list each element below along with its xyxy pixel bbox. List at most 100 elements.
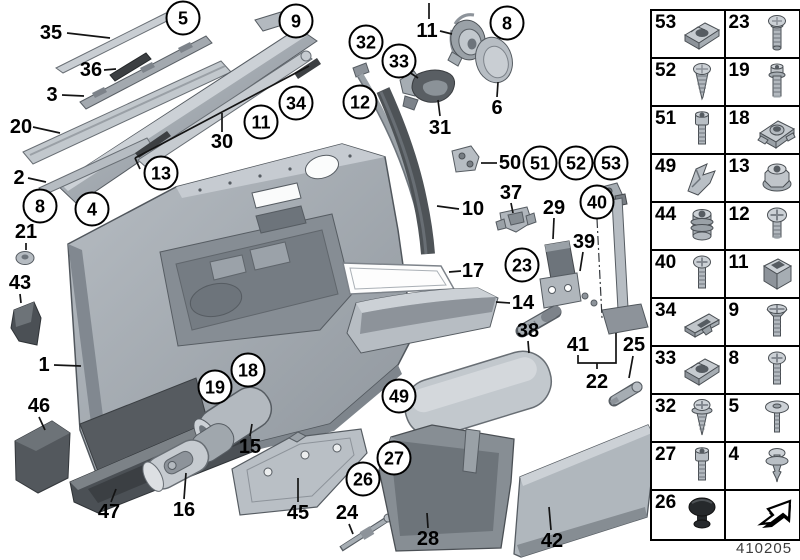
part-bracket-50 bbox=[451, 145, 480, 173]
part-armrest-trim-14 bbox=[346, 287, 499, 354]
part-gasket-36 bbox=[109, 52, 152, 82]
legend-cell-18[interactable]: 18 bbox=[725, 107, 799, 155]
legend-cell-5[interactable]: 5 bbox=[725, 395, 799, 443]
callout-30[interactable]: 30 bbox=[210, 131, 234, 153]
callout-42[interactable]: 42 bbox=[540, 530, 564, 552]
callout-16[interactable]: 16 bbox=[172, 499, 196, 521]
callout-20[interactable]: 20 bbox=[9, 116, 33, 138]
callout-circled-4[interactable]: 4 bbox=[74, 191, 110, 227]
callout-38[interactable]: 38 bbox=[516, 320, 540, 342]
callout-circled-11[interactable]: 11 bbox=[243, 104, 279, 140]
legend-cell-32[interactable]: 32 bbox=[652, 395, 726, 443]
part-number: 13 bbox=[728, 156, 750, 177]
square-cage-nut-icon bbox=[756, 253, 798, 297]
part-number: 12 bbox=[728, 204, 750, 225]
drawing-number: 410205 bbox=[736, 540, 793, 557]
legend-cell-13[interactable]: 13 bbox=[725, 155, 799, 203]
part-storage-box-28 bbox=[378, 424, 515, 552]
legend-cell-40[interactable]: 40 bbox=[652, 251, 726, 299]
legend-cell-arrow[interactable] bbox=[725, 491, 799, 539]
callout-46[interactable]: 46 bbox=[27, 395, 51, 417]
legend-cell-34[interactable]: 34 bbox=[652, 299, 726, 347]
part-bracket-39 bbox=[539, 272, 598, 309]
legend-cell-51[interactable]: 51 bbox=[652, 107, 726, 155]
callout-21[interactable]: 21 bbox=[14, 221, 38, 243]
callout-circled-33[interactable]: 33 bbox=[381, 43, 417, 79]
callout-circled-13[interactable]: 13 bbox=[143, 155, 179, 191]
pan-head-screw-icon bbox=[756, 349, 798, 393]
countersunk-screw-icon bbox=[756, 301, 798, 345]
part-lamp-16 bbox=[142, 439, 210, 492]
callout-22[interactable]: 22 bbox=[585, 371, 609, 393]
callout-45[interactable]: 45 bbox=[286, 502, 310, 524]
callout-circled-8[interactable]: 8 bbox=[489, 5, 525, 41]
speed-nut-clip-icon bbox=[681, 13, 723, 57]
callout-28[interactable]: 28 bbox=[416, 528, 440, 550]
callout-39[interactable]: 39 bbox=[572, 231, 596, 253]
callout-31[interactable]: 31 bbox=[428, 117, 452, 139]
part-number: 19 bbox=[728, 60, 750, 81]
callout-circled-12[interactable]: 12 bbox=[342, 84, 378, 120]
callout-circled-40[interactable]: 40 bbox=[579, 184, 615, 220]
callout-circled-9[interactable]: 9 bbox=[278, 3, 314, 39]
callout-17[interactable]: 17 bbox=[461, 260, 485, 282]
callout-1[interactable]: 1 bbox=[38, 354, 50, 376]
legend-cell-12[interactable]: 12 bbox=[725, 203, 799, 251]
leader-lines bbox=[19, 3, 634, 535]
legend-cell-8[interactable]: 8 bbox=[725, 347, 799, 395]
legend-cell-4[interactable]: 4 bbox=[725, 443, 799, 491]
legend-cell-52[interactable]: 52 bbox=[652, 59, 726, 107]
legend-cell-49[interactable]: 49 bbox=[652, 155, 726, 203]
callout-circled-8[interactable]: 8 bbox=[22, 188, 58, 224]
part-number: 40 bbox=[655, 252, 677, 273]
callout-circled-26[interactable]: 26 bbox=[345, 461, 381, 497]
callout-circled-53[interactable]: 53 bbox=[593, 145, 629, 181]
callout-circled-51[interactable]: 51 bbox=[522, 145, 558, 181]
part-number: 49 bbox=[655, 156, 677, 177]
legend-cell-23[interactable]: 23 bbox=[725, 11, 799, 59]
callout-circled-23[interactable]: 23 bbox=[504, 247, 540, 283]
callout-6[interactable]: 6 bbox=[491, 97, 503, 119]
legend-cell-53[interactable]: 53 bbox=[652, 11, 726, 59]
callout-circled-19[interactable]: 19 bbox=[197, 369, 233, 405]
callout-37[interactable]: 37 bbox=[499, 182, 523, 204]
callout-3[interactable]: 3 bbox=[46, 84, 58, 106]
callout-circled-18[interactable]: 18 bbox=[230, 352, 266, 388]
callout-circled-52[interactable]: 52 bbox=[558, 145, 594, 181]
callout-43[interactable]: 43 bbox=[8, 272, 32, 294]
callout-circled-49[interactable]: 49 bbox=[381, 378, 417, 414]
legend-cell-26[interactable]: 26 bbox=[652, 491, 726, 539]
callout-29[interactable]: 29 bbox=[542, 197, 566, 219]
callout-circled-5[interactable]: 5 bbox=[165, 0, 201, 36]
callout-24[interactable]: 24 bbox=[335, 502, 359, 524]
callout-circled-34[interactable]: 34 bbox=[278, 85, 314, 121]
callout-50[interactable]: 50 bbox=[498, 152, 522, 174]
callout-11[interactable]: 11 bbox=[416, 20, 438, 42]
callout-2[interactable]: 2 bbox=[13, 167, 25, 189]
pan-head-screw-icon bbox=[681, 253, 723, 297]
legend-cell-33[interactable]: 33 bbox=[652, 347, 726, 395]
callout-circled-32[interactable]: 32 bbox=[348, 24, 384, 60]
part-number: 51 bbox=[655, 108, 677, 129]
legend-cell-19[interactable]: 19 bbox=[725, 59, 799, 107]
part-number: 34 bbox=[655, 300, 677, 321]
callout-36[interactable]: 36 bbox=[79, 59, 103, 81]
callout-35[interactable]: 35 bbox=[39, 22, 63, 44]
callout-10[interactable]: 10 bbox=[461, 198, 485, 220]
callout-circled-27[interactable]: 27 bbox=[376, 440, 412, 476]
callout-15[interactable]: 15 bbox=[238, 436, 262, 458]
part-trim-frame-17 bbox=[342, 262, 456, 295]
legend-cell-11[interactable]: 11 bbox=[725, 251, 799, 299]
callout-14[interactable]: 14 bbox=[511, 292, 535, 314]
legend-cell-9[interactable]: 9 bbox=[725, 299, 799, 347]
spring-clip-icon bbox=[681, 157, 723, 201]
callout-41[interactable]: 41 bbox=[566, 334, 590, 356]
part-lower-trim-42 bbox=[513, 424, 657, 558]
callout-47[interactable]: 47 bbox=[97, 501, 121, 523]
callout-25[interactable]: 25 bbox=[622, 334, 646, 356]
part-bolt-25 bbox=[608, 381, 643, 407]
legend-cell-44[interactable]: 44 bbox=[652, 203, 726, 251]
speed-nut-clip-icon bbox=[681, 349, 723, 393]
legend-cell-27[interactable]: 27 bbox=[652, 443, 726, 491]
